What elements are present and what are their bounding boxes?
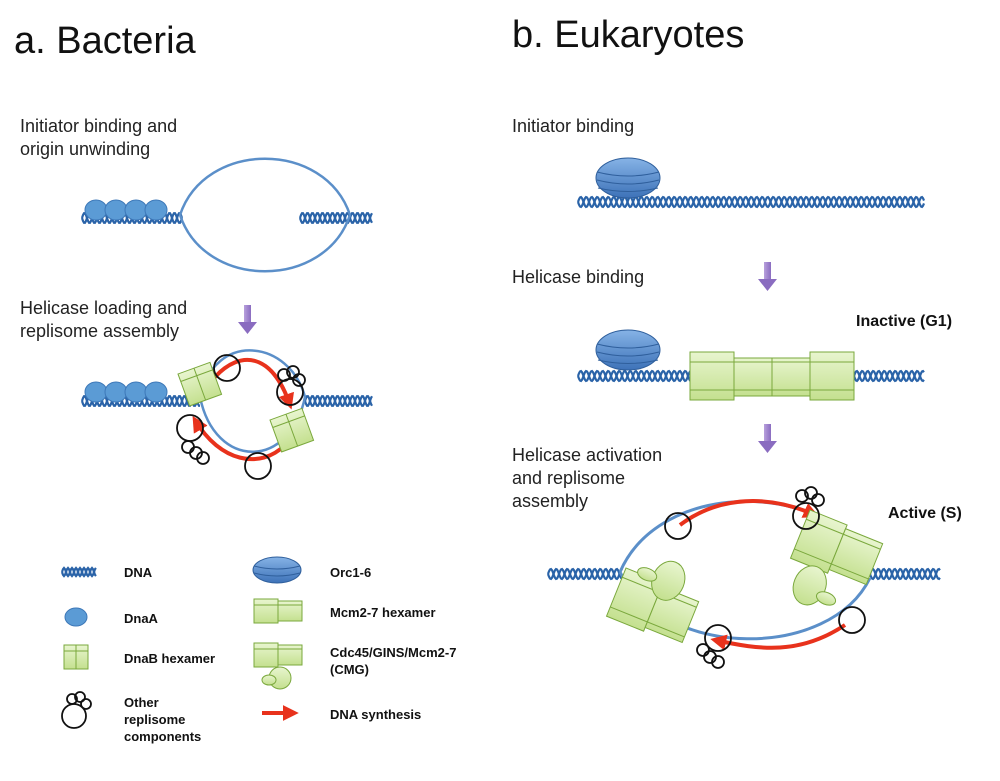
eukaryote-step3-line1: Helicase activation [512, 445, 663, 465]
legend-dnaa-label: DnaA [124, 611, 158, 626]
legend-synthesis-label: DNA synthesis [330, 707, 422, 722]
dna-helix-eukaryote-3-right [868, 567, 941, 581]
state-active-s: Active (S) [888, 505, 962, 522]
legend-other-line3: components [124, 729, 202, 744]
dnaa-proteins-step1 [84, 199, 168, 221]
eukaryote-step2-label: Helicase binding [512, 267, 645, 287]
orc-complex-1 [595, 157, 661, 199]
down-arrow-eukaryote-2 [758, 424, 777, 453]
eukaryote-step3-line2: and replisome [512, 468, 626, 488]
dna-helix-eukaryote-2-right [852, 369, 925, 383]
state-inactive-g1: Inactive (G1) [856, 313, 953, 330]
replisome-components-eukaryote [664, 486, 866, 669]
bacteria-step1-label: Initiator binding and origin unwinding [20, 115, 177, 161]
legend-cmg-line2: (CMG) [330, 662, 369, 677]
bacteria-origin-bubble [178, 157, 352, 273]
legend-mcm-icon [253, 598, 303, 624]
panel-a-title: a. Bacteria [14, 20, 196, 62]
legend-other-label: Other replisome components [124, 694, 201, 745]
dnab-hexamer-left [177, 361, 223, 407]
orc-complex-2 [595, 329, 661, 371]
dna-helix-eukaryote-3-left [546, 567, 623, 581]
down-arrow-bacteria [238, 305, 257, 334]
dna-helix-eukaryote-1 [576, 195, 926, 209]
legend-dna-label: DNA [124, 565, 153, 580]
mcm-double-hexamer [689, 351, 855, 401]
legend-cmg-icon [253, 642, 303, 690]
panel-b-title: b. Eukaryotes [512, 14, 745, 56]
bacteria-step2-label: Helicase loading and replisome assembly [20, 297, 187, 343]
bacteria-step1-line1: Initiator binding and [20, 116, 178, 136]
legend-cmg-label: Cdc45/GINS/Mcm2-7 (CMG) [330, 644, 456, 678]
bacteria-step2-line2: replisome assembly [20, 321, 180, 341]
dnab-hexamer-right [269, 407, 315, 453]
eukaryote-step3-line3: assembly [512, 491, 589, 511]
legend-other-line1: Other [124, 695, 159, 710]
replisome-components-bacteria [176, 354, 306, 480]
legend-other-line2: replisome [124, 712, 186, 727]
legend-dnab-icon [63, 644, 89, 670]
legend-orc-label: Orc1-6 [330, 565, 372, 580]
eukaryote-step1-label: Initiator binding [512, 116, 635, 136]
dna-helix-bacteria-1-right [298, 212, 373, 224]
cmg-complex-right [789, 509, 884, 606]
eukaryote-step3-label: Helicase activation and replisome assemb… [512, 444, 662, 513]
legend-orc-icon [252, 556, 302, 584]
legend-mcm-label: Mcm2-7 hexamer [330, 605, 436, 620]
legend-replisome-icon [61, 691, 92, 729]
legend-dnaa-icon [64, 607, 88, 627]
cmg-complex-left [605, 560, 700, 644]
bacteria-step2-line1: Helicase loading and [20, 298, 188, 318]
down-arrow-eukaryote-1 [758, 262, 777, 291]
dna-helix-bacteria-2-right [303, 395, 373, 407]
dnaa-proteins-step2 [84, 381, 168, 403]
legend-dna-icon [60, 566, 97, 578]
dna-helix-eukaryote-2-left [576, 369, 693, 383]
bacteria-step1-line2: origin unwinding [20, 139, 151, 159]
legend-cmg-line1: Cdc45/GINS/Mcm2-7 [330, 645, 457, 660]
legend-dnab-label: DnaB hexamer [124, 651, 216, 666]
